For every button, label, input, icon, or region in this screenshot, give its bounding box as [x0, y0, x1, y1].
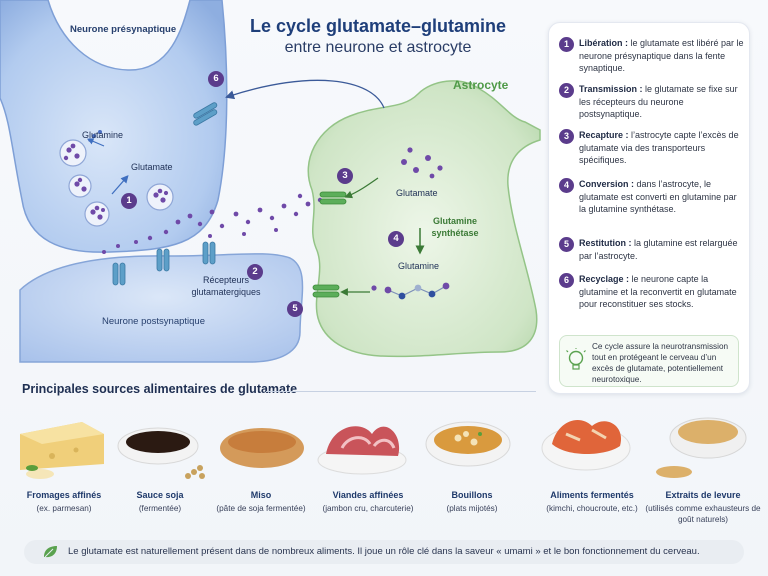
food-name-broth: Bouillons	[451, 490, 493, 500]
step-keyword: Transmission :	[579, 84, 643, 94]
step-number: 6	[559, 273, 574, 288]
step-keyword: Recapture :	[579, 130, 629, 140]
leaf-icon	[44, 546, 57, 558]
food-name-cheese: Fromages affinés	[26, 490, 102, 500]
astrocyte-body	[307, 80, 541, 358]
glutamine-label: Glutamine	[82, 130, 124, 140]
astro-glutamine	[371, 282, 450, 300]
recycling-arrow	[225, 79, 385, 109]
food-name-yeast: Extraits de levure	[665, 490, 741, 500]
receptors	[112, 241, 216, 286]
food-desc-fermented: (kimchi, choucroute, etc.)	[546, 504, 638, 513]
step-4: 4 Conversion : dans l’astrocyte, le glut…	[559, 178, 745, 216]
main-title: Le cycle glutamate–glutamine entre neuro…	[228, 16, 528, 58]
astro-glutamate-label: Glutamate	[396, 188, 438, 198]
vesicle-molecules	[63, 143, 169, 220]
step-6: 6 Recyclage : le neurone capte la glutam…	[559, 273, 745, 311]
step-1: 1 Libération : le glutamate est libéré p…	[559, 37, 745, 75]
step-number: 3	[559, 129, 574, 144]
food-desc-miso: (pâte de soja fermentée)	[216, 504, 306, 513]
title-line-1: Le cycle glutamate–glutamine	[249, 16, 507, 36]
step-5: 5 Restitution : la glutamine est relargu…	[559, 237, 745, 262]
astrocyte-label: Astrocyte	[453, 78, 509, 92]
food-desc-yeast: (utilisés comme exhausteurs de goût natu…	[645, 504, 761, 524]
fermented-food-image	[541, 420, 631, 471]
step-keyword: Libération :	[579, 38, 628, 48]
diagram-badge-6: 6	[208, 71, 224, 87]
step-number: 2	[559, 83, 574, 98]
miso-image	[220, 428, 304, 468]
lightbulb-icon	[566, 348, 586, 370]
step-text: dans l’astrocyte, le glutamate est conve…	[579, 179, 737, 215]
postsynaptic-label: Neurone postsynaptique	[102, 316, 205, 327]
glutamate-label: Glutamate	[131, 162, 173, 172]
cured-meat-image	[317, 426, 407, 475]
diagram-badge-2: 2	[247, 264, 263, 280]
receptors-label: Récepteurs glutamatergiques	[191, 275, 261, 297]
recapture-arrow	[344, 177, 379, 199]
food-desc-soy: (fermentée)	[138, 504, 182, 513]
glutamine-synthetase-label: Glutamine synthétase	[431, 216, 479, 238]
soy-sauce-image	[117, 427, 205, 479]
presynaptic-neuron-body	[0, 0, 228, 253]
yeast-extract-image	[656, 417, 747, 478]
note-text: Ce cycle assure la neurotransmission tou…	[592, 342, 729, 384]
step-text: le glutamate se fixe sur les récepteurs …	[579, 84, 738, 120]
food-name-soy: Sauce soja	[136, 490, 184, 500]
footer-text: Le glutamate est naturellement présent d…	[68, 546, 700, 557]
food-desc-broth: (plats mijotés)	[446, 504, 498, 513]
food-name-miso: Miso	[250, 490, 272, 500]
title-line-2: entre neurone et astrocyte	[284, 39, 472, 56]
presynaptic-label: Neurone présynaptique	[70, 24, 177, 35]
step-number: 4	[559, 178, 574, 193]
neuron-transporter	[193, 102, 218, 126]
step-3: 3 Recapture : l’astrocyte capte l’excès …	[559, 129, 745, 167]
food-name-meat: Viandes affinées	[332, 490, 404, 500]
step-number: 1	[559, 37, 574, 52]
synapse-diagram	[0, 0, 541, 363]
step-number: 5	[559, 237, 574, 252]
cheese-image	[20, 422, 104, 479]
step-2: 2 Transmission : le glutamate se fixe su…	[559, 83, 745, 121]
summary-note: Ce cycle assure la neurotransmission tou…	[559, 335, 739, 387]
step-text: le glutamate est libéré par le neurone p…	[579, 38, 744, 74]
sources-title: Principales sources alimentaires de glut…	[22, 382, 298, 396]
steps-panel: 1 Libération : le glutamate est libéré p…	[548, 22, 750, 394]
footer-banner: Le glutamate est naturellement présent d…	[24, 540, 744, 564]
step-keyword: Restitution :	[579, 238, 632, 248]
broth-image	[425, 421, 511, 467]
postsynaptic-neuron-body	[19, 253, 304, 363]
food-desc-cheese: (ex. parmesan)	[36, 504, 92, 513]
step-text: le neurone capte la glutamine et la reco…	[579, 274, 737, 310]
astro-glutamine-label: Glutamine	[398, 261, 440, 271]
cleft-glutamate	[102, 193, 323, 254]
step-text: l’astrocyte capte l’excès de glutamate v…	[579, 130, 739, 166]
astro-glutamate	[401, 147, 443, 179]
diagram-badge-1: 1	[121, 193, 137, 209]
food-desc-meat: (jambon cru, charcuterie)	[322, 504, 414, 513]
diagram-badge-3: 3	[337, 168, 353, 184]
sources-divider	[266, 391, 536, 392]
diagram-badge-4: 4	[388, 231, 404, 247]
step-keyword: Conversion :	[579, 179, 635, 189]
step-text: la glutamine est relarguée par l’astrocy…	[579, 238, 738, 261]
step-keyword: Recyclage :	[579, 274, 630, 284]
transporters	[312, 191, 347, 298]
diagram-badge-5: 5	[287, 301, 303, 317]
food-name-fermented: Aliments fermentés	[550, 490, 634, 500]
